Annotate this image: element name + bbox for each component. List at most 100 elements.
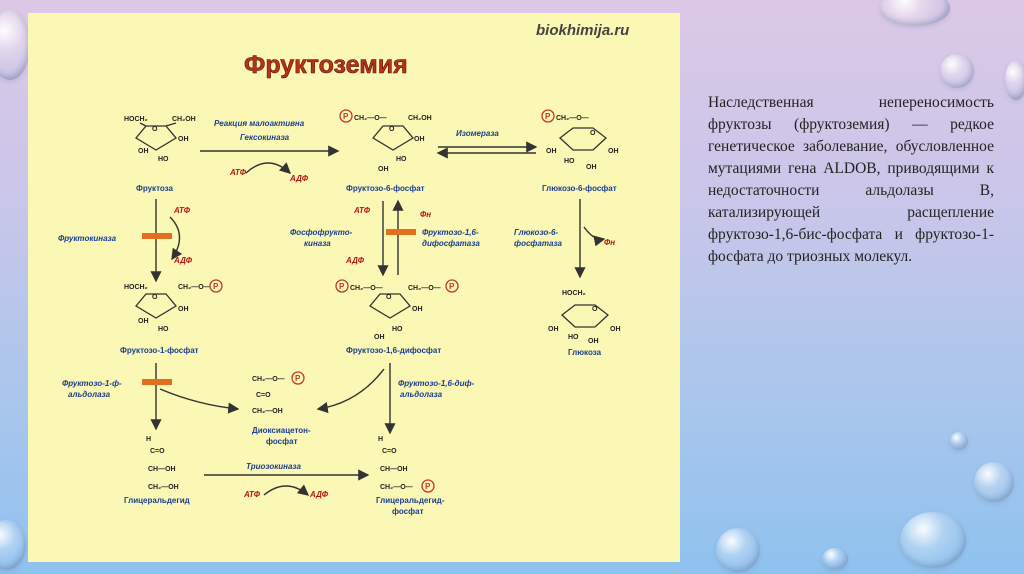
glyceraldehyde-structure: H C=O CH—OH CH₂—OH Глицеральдегид (124, 436, 190, 505)
svg-text:OH: OH (610, 326, 621, 333)
glyceraldehyde-label: Глицеральдегид (124, 496, 190, 505)
svg-text:Фруктокиназа: Фруктокиназа (58, 234, 117, 243)
svg-text:P: P (425, 482, 431, 491)
svg-text:АДФ: АДФ (173, 256, 193, 265)
svg-text:CH₂—O—: CH₂—O— (178, 284, 211, 291)
svg-text:CH₂—O—: CH₂—O— (350, 285, 383, 292)
water-drop-decoration (0, 10, 30, 80)
fructose-6-phosphate-structure: P CH₂—O— CH₂OH O OH HO OH Фруктозо-6-фос… (339, 109, 432, 193)
svg-text:Фн: Фн (420, 210, 431, 219)
triokinase-reaction: Триозокиназа АТФ АДФ (204, 462, 370, 499)
fructose-1-6-diphosphate-label: Фруктозо-1,6-дифосфат (346, 346, 441, 355)
svg-text:CH₂—O—: CH₂—O— (556, 115, 589, 122)
svg-text:CH₂OH: CH₂OH (172, 116, 196, 123)
svg-text:OH: OH (608, 148, 619, 155)
svg-text:HO: HO (396, 156, 407, 163)
glucose-6-phosphate-structure: P CH₂—O— O OH OH HO OH Глюкозо-6-фосфат (541, 109, 619, 193)
svg-text:O: O (152, 294, 158, 301)
svg-text:OH: OH (548, 326, 559, 333)
svg-text:HO: HO (568, 334, 579, 341)
svg-text:CH₂—O—: CH₂—O— (380, 484, 413, 491)
svg-text:P: P (545, 112, 551, 121)
svg-text:HOCH₂: HOCH₂ (124, 284, 148, 291)
svg-text:АТФ: АТФ (229, 168, 247, 177)
svg-text:АДФ: АДФ (345, 256, 365, 265)
svg-text:киназа: киназа (304, 239, 331, 248)
svg-text:OH: OH (178, 136, 189, 143)
glucose-6-phosphatase-reaction: Глюкозо-6- фосфатаза Фн (514, 199, 615, 279)
water-drop-decoration (940, 54, 974, 88)
svg-text:OH: OH (374, 334, 385, 341)
aldolase-b-reaction: Фруктозо-1-ф- альдолаза (62, 363, 240, 431)
svg-text:CH₂OH: CH₂OH (408, 115, 432, 122)
water-drop-decoration (900, 512, 966, 568)
svg-text:CH—OH: CH—OH (380, 466, 408, 473)
svg-text:OH: OH (378, 166, 389, 173)
aldolase-1-6-reaction: Фруктозо-1,6-диф- альдолаза (316, 363, 475, 435)
svg-text:P: P (295, 374, 301, 383)
glyceraldehyde-phosphate-structure: H C=O CH—OH CH₂—O— P Глицеральдегид- фос… (376, 436, 445, 516)
svg-text:HO: HO (392, 326, 403, 333)
disease-description: Наследственная непереносимость фруктозы … (708, 94, 994, 265)
svg-text:CH—OH: CH—OH (148, 466, 176, 473)
glucose-structure: HOCH₂ O OH OH HO OH Глюкоза (548, 290, 621, 357)
water-drop-decoration (822, 548, 848, 570)
svg-text:HO: HO (158, 326, 169, 333)
svg-text:Фосфофрукто-: Фосфофрукто- (290, 228, 353, 237)
svg-text:CH₂—OH: CH₂—OH (148, 484, 179, 491)
svg-text:Триозокиназа: Триозокиназа (246, 462, 302, 471)
fructose-1-phosphate-structure: HOCH₂ CH₂—O— P O OH OH HO Фруктозо-1-фос… (120, 279, 223, 355)
svg-text:CH₂—O—: CH₂—O— (408, 285, 441, 292)
enzyme-deficiency-block (142, 233, 172, 239)
fructose-6-phosphate-label: Фруктозо-6-фосфат (346, 184, 425, 193)
svg-text:HO: HO (158, 156, 169, 163)
svg-text:O: O (590, 130, 596, 137)
svg-text:Изомераза: Изомераза (456, 129, 499, 138)
svg-text:H: H (378, 436, 383, 443)
svg-text:OH: OH (412, 306, 423, 313)
enzyme-deficiency-block (386, 229, 416, 235)
water-drop-decoration (950, 432, 968, 450)
water-drop-decoration (716, 528, 760, 572)
svg-text:OH: OH (414, 136, 425, 143)
svg-text:CH₂—OH: CH₂—OH (252, 408, 283, 415)
diagram-title: Фруктоземия (244, 51, 408, 79)
svg-text:АДФ: АДФ (309, 490, 329, 499)
svg-text:O: O (592, 306, 598, 313)
glucose-label: Глюкоза (568, 348, 602, 357)
svg-text:АТФ: АТФ (173, 206, 191, 215)
svg-text:P: P (449, 282, 455, 291)
watermark: biokhimija.ru (536, 22, 629, 39)
water-drop-decoration (974, 462, 1014, 502)
svg-text:HO: HO (564, 158, 575, 165)
svg-text:P: P (339, 282, 345, 291)
svg-text:P: P (213, 282, 219, 291)
svg-text:Глицеральдегид-: Глицеральдегид- (376, 496, 445, 505)
svg-text:O: O (152, 126, 158, 133)
svg-text:OH: OH (138, 318, 149, 325)
svg-text:Фруктозо-1,6-: Фруктозо-1,6- (422, 228, 479, 237)
svg-text:O: O (386, 294, 392, 301)
enzyme-deficiency-block (142, 379, 172, 385)
svg-text:CH₂—O—: CH₂—O— (354, 115, 387, 122)
svg-text:OH: OH (138, 148, 149, 155)
svg-text:O: O (389, 126, 395, 133)
svg-text:C=O: C=O (382, 448, 397, 455)
fructose-1-6-diphosphate-structure: P CH₂—O— CH₂—O— P O OH HO OH Фруктозо-1,… (335, 279, 459, 355)
svg-text:альдолаза: альдолаза (400, 390, 443, 399)
svg-text:Фруктозо-1,6-диф-: Фруктозо-1,6-диф- (398, 379, 475, 388)
svg-text:Фруктозо-1-ф-: Фруктозо-1-ф- (62, 379, 122, 388)
svg-text:фосфатаза: фосфатаза (514, 239, 562, 248)
dihydroxyacetone-phosphate-structure: CH₂—O— P C=O CH₂—OH Диоксиацетон- фосфат (252, 371, 311, 446)
water-drop-decoration (880, 0, 950, 26)
svg-text:АТФ: АТФ (243, 490, 261, 499)
svg-text:OH: OH (546, 148, 557, 155)
svg-text:OH: OH (588, 338, 599, 345)
svg-text:P: P (343, 112, 349, 121)
water-drop-decoration (1005, 60, 1024, 100)
svg-text:Фн: Фн (604, 238, 615, 247)
glucose-6-phosphate-label: Глюкозо-6-фосфат (542, 184, 617, 193)
hexokinase-reaction: Реакция малоактивна Гексокиназа АТФ АДФ (200, 119, 340, 183)
svg-text:CH₂—O—: CH₂—O— (252, 376, 285, 383)
svg-text:Диоксиацетон-: Диоксиацетон- (252, 426, 311, 435)
